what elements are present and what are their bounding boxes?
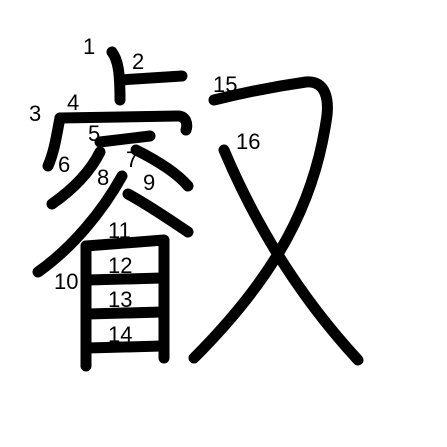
stroke-16 [218,144,364,366]
stroke-number-3: 3 [29,101,41,126]
stroke-number-2: 2 [132,49,144,74]
stroke-number-14: 14 [108,322,132,347]
stroke-14 [82,340,168,354]
stroke-13 [82,306,168,320]
stroke-number-15: 15 [213,72,237,97]
stroke-5 [94,130,156,148]
stroke-number-16: 16 [236,129,260,154]
stroke-15 [188,76,333,364]
stroke-number-13: 13 [108,287,132,312]
stroke-6 [46,146,106,210]
stroke-number-9: 9 [143,170,155,195]
stroke-number-6: 6 [58,152,70,177]
stroke-number-4: 4 [67,90,79,115]
stroke-number-5: 5 [88,121,100,146]
stroke-number-7: 7 [126,147,138,172]
stroke-7 [130,144,194,192]
stroke-1 [106,46,126,106]
stroke-11 [80,234,170,364]
stroke-12 [82,272,168,286]
stroke-number-10: 10 [54,269,78,294]
stroke-number-11: 11 [108,218,131,243]
stroke-9 [122,188,194,238]
stroke-number-1: 1 [83,34,95,59]
stroke-number-12: 12 [108,253,132,278]
stroke-number-8: 8 [97,165,109,190]
stroke-2 [114,70,188,86]
stroke-4 [54,110,193,136]
stroke-8 [32,170,128,278]
